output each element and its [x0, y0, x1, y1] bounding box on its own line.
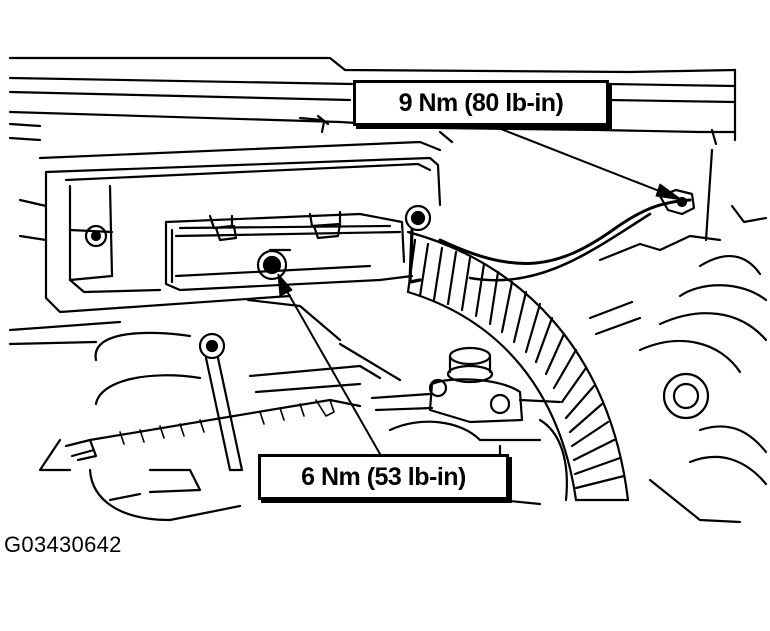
connector-nut	[404, 204, 432, 232]
left-bracket-hose	[38, 332, 362, 472]
lower-engine-outline	[8, 298, 568, 522]
figure-id-label: G03430642	[4, 532, 122, 557]
right-engine-components	[588, 148, 768, 524]
torque-callout-module-nut: 6 Nm (53 lb-in)	[258, 454, 509, 500]
leader-line-bottom	[277, 273, 381, 455]
ground-wire	[408, 188, 696, 284]
module-nut	[256, 249, 288, 281]
reservoir	[338, 342, 562, 424]
module-bracket	[18, 156, 442, 314]
wiring-conduit	[406, 230, 630, 502]
module-box	[164, 210, 414, 292]
leader-line-top	[477, 119, 683, 201]
torque-callout-ground-bolt: 9 Nm (80 lb-in)	[353, 80, 609, 126]
cowl-panel-lines	[8, 56, 737, 160]
detail-ticks	[119, 403, 305, 445]
